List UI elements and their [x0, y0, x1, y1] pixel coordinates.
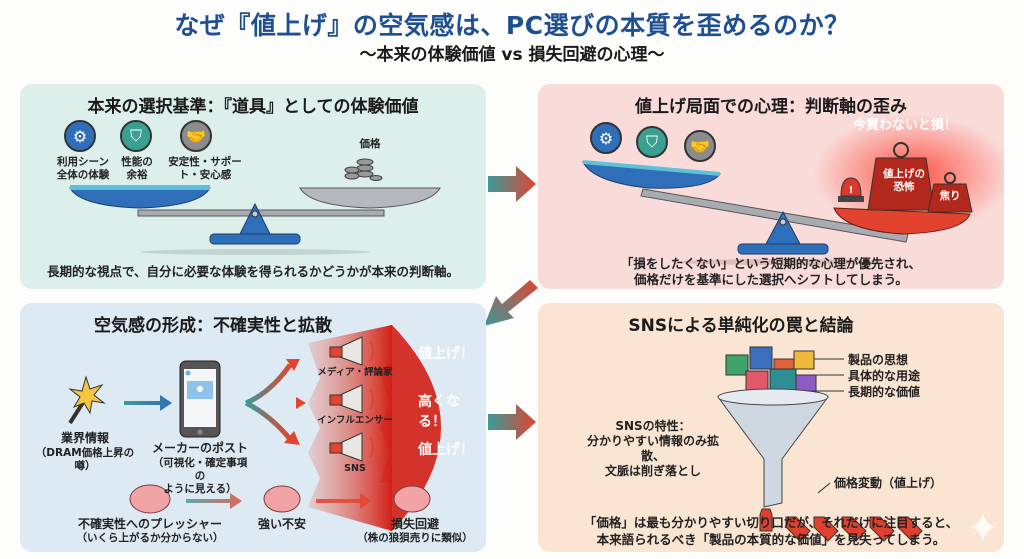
item-label-experience: 利用シーン 全体の体験	[56, 156, 110, 182]
shield-icon: ⛉	[120, 120, 152, 152]
mind-step-3-sub: （株の狼狽売りに類似）	[357, 532, 473, 544]
megaphone-icon-2	[329, 384, 381, 414]
mind-step-3: 損失回避	[390, 517, 439, 531]
sns-trait: SNSの特性： 分かりやすい情報のみ拡散、 文脈は削ぎ落とし	[586, 419, 719, 478]
tilted-scale: !	[582, 114, 1004, 265]
shout-3: 値上げ！	[418, 442, 474, 458]
arrow-right-1	[488, 166, 536, 202]
channel-label-influencer: インフルエンサー	[317, 415, 393, 426]
panel-caption: 長期的な視点で、自分に必要な体験を得られるかどうかが本来の判断軸。	[46, 264, 459, 279]
mind-step-1-sub: （いくら上がるか分からない）	[76, 532, 224, 544]
weight-label-impatience: 焦り	[939, 190, 961, 202]
shout-1: 値上げ！	[418, 346, 474, 362]
caption-line-1: 「損をしたくない」という短期的な心理が優先され、	[620, 256, 922, 271]
panel-conclusion: SNSによる単純化の罠と結論 製品の思想 具体的な用途	[538, 303, 1004, 552]
funnel-input-1: 製品の思想	[848, 353, 909, 367]
post-sub: （可視化・確定事項の ように見える）	[152, 457, 248, 496]
funnel-input-3: 長期的な価値	[848, 385, 921, 399]
arrow-right-2	[488, 404, 536, 440]
brain-icon-2	[263, 485, 301, 513]
source-label: 業界情報	[60, 431, 109, 445]
panel-formation: 空気感の形成：不確実性と拡散	[20, 303, 486, 552]
sparkle-wand-icon	[68, 375, 106, 425]
svg-text:!: !	[849, 185, 854, 196]
caption-line-2: 価格だけを基準にした選択へシフトしてしまう。	[634, 272, 908, 287]
page-subtitle: 〜本来の体験価値 vs 損失回避の心理〜	[359, 45, 665, 65]
balanced-scale	[69, 158, 441, 255]
alert-text: 今買わないと損！	[852, 118, 957, 133]
brain-icon-3	[393, 485, 431, 513]
weight-impatience	[927, 172, 973, 213]
source-sub: （DRAM価格上昇の噂）	[35, 447, 135, 473]
item-label-support: 安定性・サポー ト・安心感	[168, 156, 242, 182]
price-label: 価格	[359, 138, 381, 150]
channel-label-sns: SNS	[344, 463, 366, 474]
caption-line-2: 本来語られるべき「製品の本質的な価値」を見失ってしまう。	[596, 532, 946, 547]
panel-title: 本来の選択基準：『道具』としての体験価値	[87, 97, 419, 117]
gears-icon: ⚙	[590, 122, 622, 154]
handshake-icon: 🤝	[684, 130, 716, 162]
price-tags	[759, 508, 923, 542]
panel-title: 値上げ局面での心理：判断軸の歪み	[635, 97, 907, 117]
sparkle-icon	[970, 513, 996, 541]
funnel-input-2: 具体的な用途	[848, 369, 921, 383]
megaphone-icon-1	[329, 336, 381, 366]
panel-title: 空気感の形成：不確実性と拡散	[94, 316, 332, 336]
funnel-diagram	[717, 346, 996, 542]
megaphone-icon-3	[329, 432, 381, 462]
handshake-icon: 🤝	[180, 120, 212, 152]
shout-2: 高くなる！	[418, 394, 460, 430]
alarm-icon: !	[838, 177, 864, 202]
coins-icon	[344, 158, 383, 181]
arrow-down-left	[484, 280, 538, 326]
gears-icon: ⚙	[64, 120, 96, 152]
panel-original-criteria: 本来の選択基準：『道具』としての体験価値 ⚙ ⛉ 🤝 利用シーン 全体の体験 性…	[20, 84, 486, 289]
item-label-performance: 性能の 余裕	[121, 156, 153, 182]
output-label: 価格変動（値上げ）	[834, 476, 943, 490]
caption-line-1: 「価格」は最も分かりやすい切り口だが、それだけに注目すると、	[583, 515, 959, 530]
smartphone-icon	[179, 360, 221, 438]
channel-label-media: メディア・評論家	[317, 367, 393, 378]
panel-distortion: 値上げ局面での心理：判断軸の歪み ⚙ ⛉ 🤝 ! 今買わないと損！ 値上げの 恐…	[538, 84, 1004, 289]
mind-step-1: 不確実性へのプレッシャー	[77, 517, 222, 531]
shield-icon: ⛉	[636, 126, 668, 158]
page-title: なぜ『値上げ』の空気感は、PC選びの本質を歪めるのか？	[174, 11, 850, 40]
panel-title: SNSによる単純化の罠と結論	[628, 316, 854, 336]
mind-step-2: 強い不安	[257, 517, 306, 531]
post-label: メーカーのポスト	[151, 441, 248, 455]
brain-icon-1	[129, 484, 171, 514]
diffusion-diagram	[68, 325, 441, 531]
weight-label-fear: 値上げの 恐怖	[883, 168, 925, 194]
